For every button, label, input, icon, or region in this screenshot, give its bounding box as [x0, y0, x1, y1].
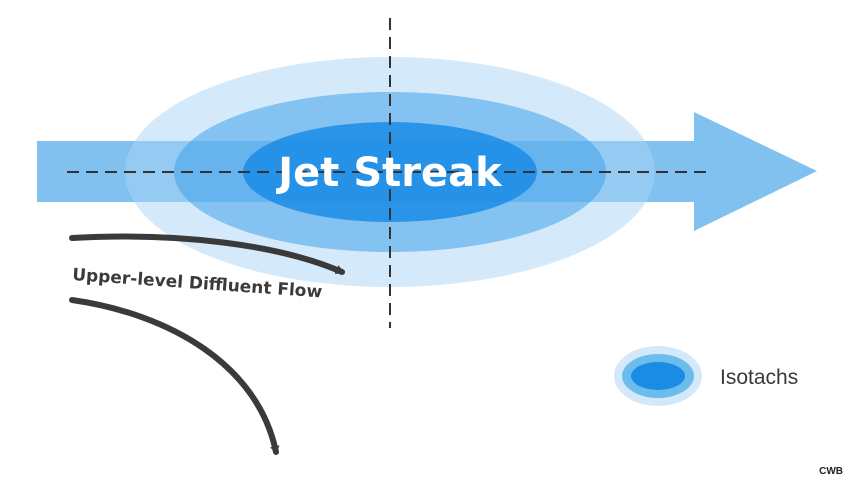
legend-label: Isotachs	[720, 366, 798, 389]
jet-streak-label: Jet Streak	[275, 150, 503, 196]
credit-label: CWB	[819, 466, 843, 477]
legend-inner-icon	[631, 362, 685, 390]
upper-flow-arrow-icon	[69, 233, 345, 275]
lower-flow-arrow-icon	[69, 297, 276, 455]
legend: Isotachs	[614, 346, 798, 406]
